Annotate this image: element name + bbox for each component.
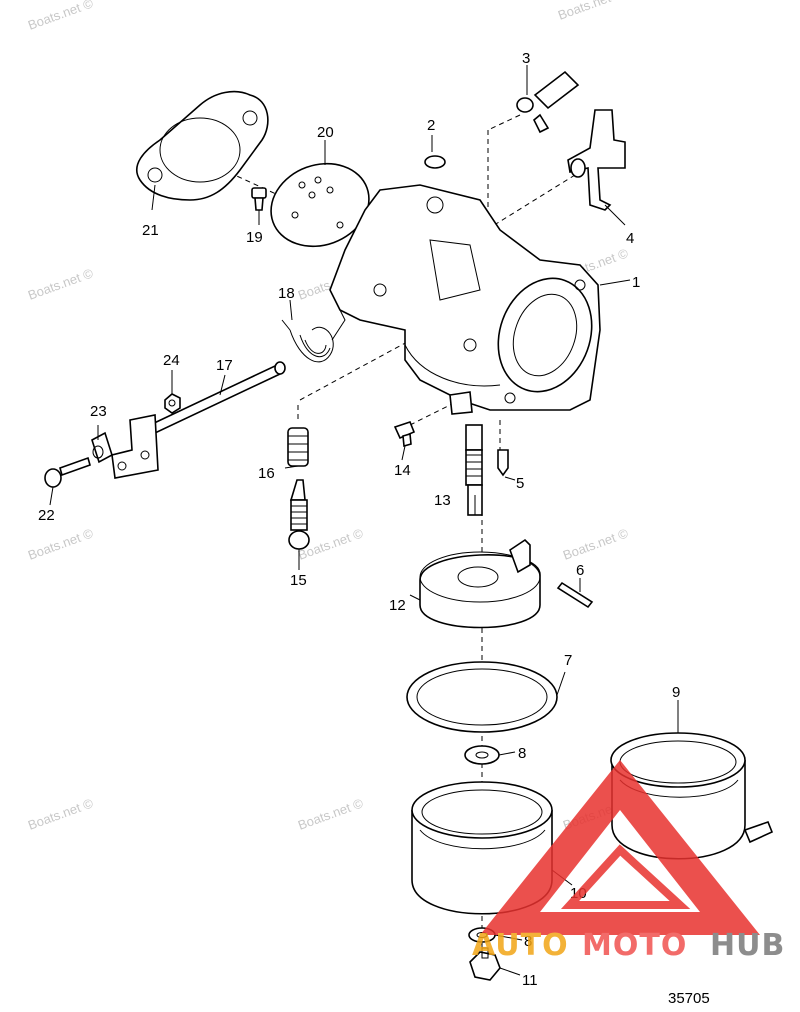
label-11: 11 — [522, 972, 538, 989]
label-16: 16 — [258, 465, 275, 482]
automotohub-logo: AUTO MOTO HUB — [472, 760, 785, 963]
watermark: Boats.net © — [26, 0, 96, 33]
part-22-screw — [44, 456, 91, 488]
watermark: Boats.net © — [26, 795, 96, 833]
label-15: 15 — [290, 572, 307, 589]
part-17-throttle-shaft — [111, 361, 286, 479]
label-14: 14 — [394, 462, 411, 479]
part-2-plug — [424, 155, 446, 169]
part-24-nut — [164, 393, 181, 414]
part-6-pin — [556, 581, 594, 609]
part-20-diaphragm — [270, 162, 370, 248]
label-23: 23 — [90, 403, 107, 420]
label-19: 19 — [246, 229, 263, 246]
label-3: 3 — [522, 50, 530, 67]
watermark: Boats.net © — [561, 525, 631, 563]
figure-code: 35705 — [668, 990, 710, 1007]
label-5: 5 — [516, 475, 524, 492]
label-2: 2 — [427, 117, 435, 134]
watermark: Boats.net © — [296, 795, 366, 833]
part-5-needle — [497, 449, 509, 477]
watermark: Boats.net © — [26, 265, 96, 303]
label-18: 18 — [278, 285, 295, 302]
watermark: Boats.net © — [556, 0, 626, 23]
part-10-float-bowl — [411, 781, 553, 915]
part-13-jet — [465, 424, 483, 516]
label-4: 4 — [626, 230, 634, 247]
part-21-gasket — [136, 90, 269, 201]
part-16-spring — [287, 427, 309, 467]
logo-hub: HUB — [710, 928, 785, 963]
label-1: 1 — [632, 274, 640, 291]
logo-auto: AUTO — [472, 928, 569, 963]
label-17: 17 — [216, 357, 233, 374]
label-20: 20 — [317, 124, 334, 141]
part-12-float — [419, 538, 541, 629]
part-19-screw — [251, 187, 267, 211]
watermark: Boats.net © — [26, 525, 96, 563]
label-8-lower: 8 — [524, 933, 532, 950]
label-21: 21 — [142, 222, 159, 239]
part-1-carburetor-body — [329, 184, 601, 415]
part-15-idle-screw — [288, 479, 310, 550]
label-7: 7 — [564, 652, 572, 669]
part-18-spring — [281, 309, 346, 363]
label-13: 13 — [434, 492, 451, 509]
part-8-washer-upper — [464, 745, 500, 765]
part-3-fitting — [516, 70, 580, 134]
logo-triangle — [480, 760, 760, 935]
part-23-sleeve — [91, 431, 113, 464]
label-6: 6 — [576, 562, 584, 579]
part-14-screw — [393, 421, 416, 448]
label-12: 12 — [389, 597, 406, 614]
part-7-gasket — [406, 661, 558, 733]
label-22: 22 — [38, 507, 55, 524]
logo-triangle-inner — [560, 844, 691, 909]
part-4-fitting — [567, 109, 626, 211]
logo-moto: MOTO — [582, 928, 687, 963]
label-8-upper: 8 — [518, 745, 526, 762]
label-24: 24 — [163, 352, 180, 369]
part-labels: 1 2 3 4 5 6 7 8 8 9 10 11 12 13 14 15 16… — [38, 50, 710, 1007]
label-9: 9 — [672, 684, 680, 701]
